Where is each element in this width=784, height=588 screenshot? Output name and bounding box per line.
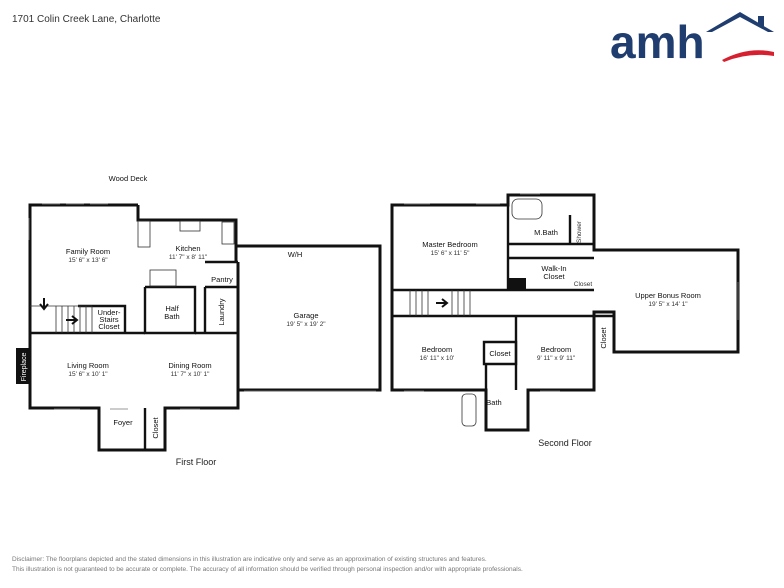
under-stairs-label-3: Closet — [98, 322, 120, 331]
disclaimer-line-1: Disclaimer: The floorplans depicted and … — [12, 556, 487, 563]
small-closet-label: Closet — [574, 281, 593, 288]
stove — [149, 269, 177, 287]
dining-room-label: Dining Room — [168, 361, 211, 370]
logo-roof-icon — [706, 12, 774, 32]
master-bedroom-label: Master Bedroom — [422, 240, 477, 249]
first-floor-title: First Floor — [176, 457, 217, 467]
pantry-laundry-wall — [203, 260, 238, 333]
wood-deck-label: Wood Deck — [109, 174, 148, 183]
half-bath-label-2: Bath — [164, 312, 179, 321]
family-room-dims: 15' 6" x 13' 6" — [68, 257, 108, 264]
upper-bonus-room-label: Upper Bonus Room — [635, 291, 701, 300]
bedroom-right-dims: 9' 11" x 9' 11" — [537, 355, 576, 362]
garage-label: Garage — [293, 311, 318, 320]
bedroom-divider — [484, 316, 518, 390]
stair-arrow-icon — [39, 298, 49, 311]
shower-label: Shower — [576, 220, 583, 243]
stair-arrow-icon-2 — [66, 315, 79, 325]
walk-in-label-2: Closet — [543, 272, 565, 281]
disclaimer-line-2: This illustration is not guaranteed to b… — [12, 566, 523, 573]
kitchen-outer-wall — [136, 205, 238, 262]
fridge — [221, 221, 235, 245]
master-bedroom-dims: 15' 6" x 11' 5" — [431, 250, 470, 257]
garage-wall — [236, 244, 382, 392]
amh-logo: amh — [610, 12, 774, 68]
half-bath-label-1: Half — [165, 304, 179, 313]
kitchen-dims: 11' 7" x 8' 11" — [169, 254, 208, 261]
second-floor-title: Second Floor — [538, 438, 592, 448]
walk-in-dark-block — [508, 278, 526, 290]
second-floor-plan: Master Bedroom 15' 6" x 11' 5" M.Bath Sh… — [390, 193, 740, 448]
under-stairs-label-2: Stairs — [99, 315, 118, 324]
upper-bonus-room-dims: 19' 5" x 14' 1" — [648, 301, 688, 308]
first-floor-outer-wall — [28, 203, 240, 452]
master-bath-label: M.Bath — [534, 228, 558, 237]
stairs-wall — [78, 304, 127, 333]
foyer-label: Foyer — [113, 418, 133, 427]
logo-swoosh-icon — [722, 50, 774, 62]
first-floor-plan: Wood Deck Family Room 15' 6" x 13' 6" Ki… — [16, 174, 382, 467]
second-floor-windows — [404, 193, 739, 392]
first-floor-windows — [28, 203, 200, 410]
wh-label: W/H — [288, 250, 303, 259]
bedroom-right-label: Bedroom — [541, 345, 571, 354]
living-room-label: Living Room — [67, 361, 109, 370]
pantry-label: Pantry — [211, 275, 233, 284]
laundry-label: Laundry — [217, 298, 226, 325]
second-floor-outer-wall — [390, 193, 740, 432]
stairs-second-floor — [409, 290, 471, 316]
logo-chimney-icon — [758, 16, 764, 26]
dining-room-dims: 11' 7" x 10' 1" — [171, 371, 210, 378]
bath-tub — [461, 393, 477, 427]
logo-wordmark: amh — [610, 16, 705, 68]
kitchen-counter — [137, 220, 151, 248]
bath-label: Bath — [486, 398, 501, 407]
stairs-first-floor — [30, 305, 93, 333]
foyer-closet-label: Closet — [151, 416, 160, 438]
right-closet-label: Closet — [599, 326, 608, 348]
bedroom-left-dims: 16' 11" x 10' — [420, 355, 455, 362]
mid-closet-label: Closet — [489, 349, 511, 358]
fireplace-block — [16, 348, 30, 384]
kitchen-sink — [179, 220, 201, 232]
walk-in-label-1: Walk-In — [541, 264, 566, 273]
fireplace-label: Fireplace — [21, 353, 28, 382]
master-bath-walls — [506, 205, 594, 290]
master-tub — [511, 198, 543, 220]
bedroom-left-label: Bedroom — [422, 345, 452, 354]
property-address: 1701 Colin Creek Lane, Charlotte — [12, 14, 161, 25]
under-stairs-label-1: Under- — [98, 308, 121, 317]
stair-arrow-icon-3 — [436, 298, 449, 308]
hallway-walls — [392, 288, 594, 318]
living-room-dims: 15' 6" x 10' 1" — [68, 371, 108, 378]
kitchen-label: Kitchen — [175, 244, 200, 253]
family-room-label: Family Room — [66, 247, 110, 256]
garage-dims: 19' 5" x 19' 2" — [286, 321, 326, 328]
